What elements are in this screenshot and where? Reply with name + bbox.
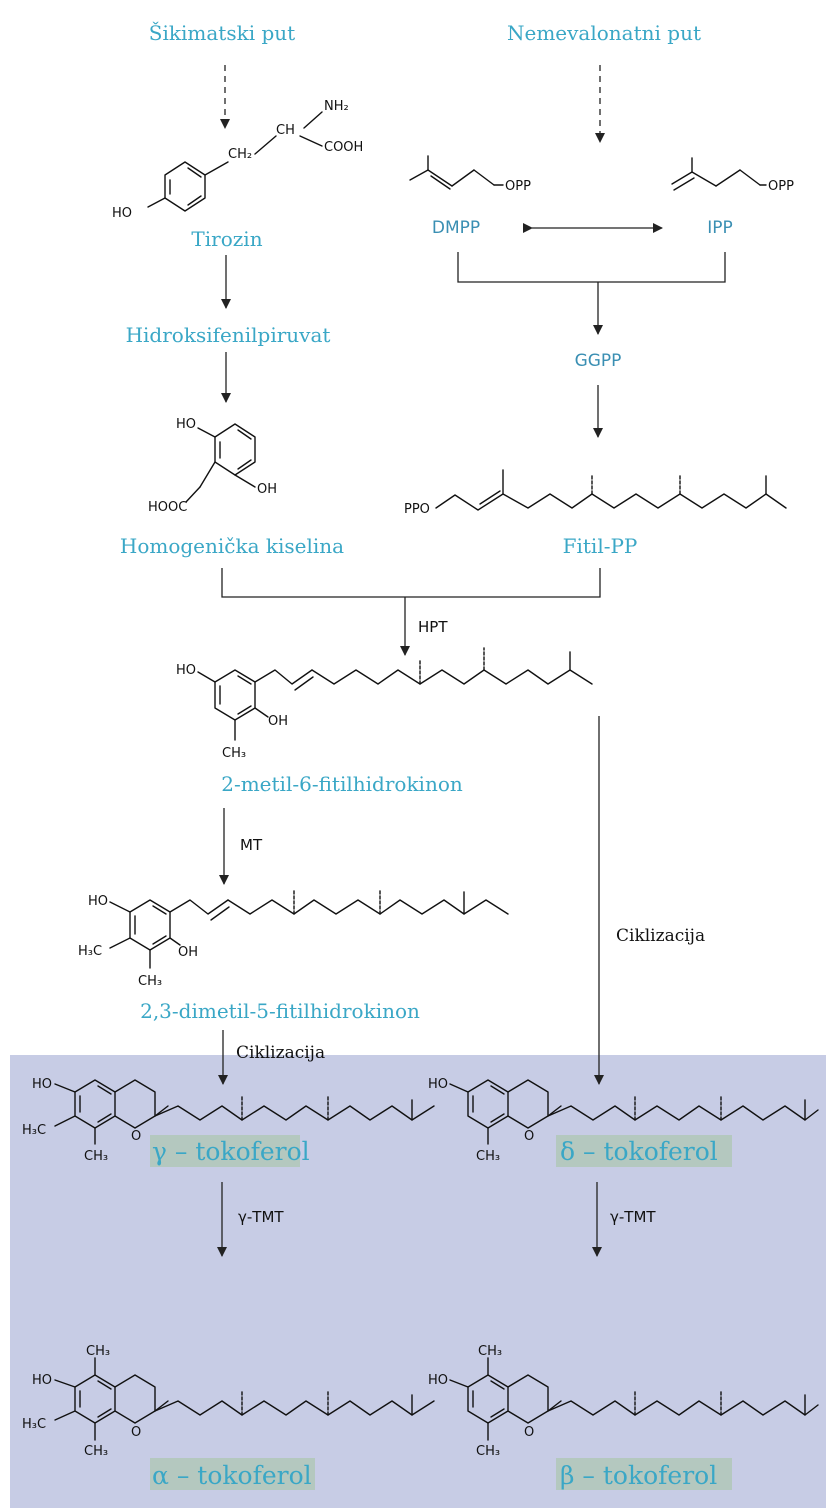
svg-text:H₃C: H₃C <box>78 944 102 959</box>
svg-text:HO: HO <box>112 206 132 221</box>
svg-text:O: O <box>131 1129 141 1144</box>
svg-text:CH₃: CH₃ <box>138 974 162 989</box>
svg-text:CH₃: CH₃ <box>222 746 246 761</box>
alpha-label-highlight <box>150 1458 315 1490</box>
beta-label-highlight <box>556 1458 732 1490</box>
svg-text:CH: CH <box>276 123 295 138</box>
alpha-tocopherol-structure: CH₃ HO H₃C CH₃ O <box>22 1344 435 1459</box>
svg-text:CH₃: CH₃ <box>84 1149 108 1164</box>
ipp-structure: OPP <box>671 157 794 194</box>
phytyl-pp-label: Fitil-PP <box>563 534 638 558</box>
svg-text:CH₂: CH₂ <box>228 147 252 162</box>
cyclization-right-label: Ciklizacija <box>616 926 705 946</box>
svg-text:HOOC: HOOC <box>148 500 187 515</box>
svg-text:CH₃: CH₃ <box>478 1344 502 1359</box>
phytyl-pp-structure: PPO <box>404 469 787 517</box>
svg-text:HO: HO <box>32 1373 52 1388</box>
svg-text:OPP: OPP <box>505 179 531 194</box>
ggpp-label: GGPP <box>575 351 622 371</box>
svg-text:NH₂: NH₂ <box>324 99 349 114</box>
svg-text:OH: OH <box>178 945 198 960</box>
svg-text:CH₃: CH₃ <box>476 1149 500 1164</box>
cyclization-left-label: Ciklizacija <box>236 1043 325 1063</box>
hpt-enzyme-label: HPT <box>418 618 448 636</box>
svg-text:HO: HO <box>428 1077 448 1092</box>
connector-hga-phytyl <box>221 568 601 598</box>
dmpbq-label: 2,3-dimetil-5-fitilhidrokinon <box>140 999 420 1023</box>
tmt-right-label: γ-TMT <box>610 1208 656 1226</box>
svg-text:OH: OH <box>257 482 277 497</box>
svg-text:OPP: OPP <box>768 179 794 194</box>
svg-text:H₃C: H₃C <box>22 1123 46 1138</box>
svg-text:O: O <box>524 1425 534 1440</box>
gamma-label-highlight <box>150 1135 300 1167</box>
delta-tocopherol-label: δ – tokoferol <box>560 1137 718 1166</box>
svg-text:PPO: PPO <box>404 502 430 517</box>
svg-text:HO: HO <box>32 1077 52 1092</box>
hydroxyphenylpyruvate-label: Hidroksifenilpiruvat <box>126 323 331 347</box>
beta-tocopherol-structure: CH₃ HO CH₃ O <box>428 1344 819 1459</box>
mt-enzyme-label: MT <box>240 836 263 854</box>
svg-text:CH₃: CH₃ <box>86 1344 110 1359</box>
dmpp-structure: OPP <box>409 155 531 194</box>
svg-text:HO: HO <box>176 417 196 432</box>
svg-text:O: O <box>524 1129 534 1144</box>
homogentisic-acid-structure: HO OH HOOC <box>148 417 277 515</box>
tocopherol-panel <box>10 1055 826 1508</box>
svg-text:CH₃: CH₃ <box>476 1444 500 1459</box>
svg-text:COOH: COOH <box>324 140 363 155</box>
beta-tocopherol-label: β – tokoferol <box>560 1461 717 1490</box>
gamma-tocopherol-label: γ – tokoferol <box>152 1137 310 1166</box>
svg-text:HO: HO <box>428 1373 448 1388</box>
alpha-tocopherol-label: α – tokoferol <box>152 1461 312 1490</box>
dmpp-label: DMPP <box>432 218 480 238</box>
ipp-label: IPP <box>707 218 733 238</box>
svg-text:OH: OH <box>268 714 288 729</box>
delta-label-highlight <box>556 1135 732 1167</box>
connector-dmpp-ipp <box>457 252 726 283</box>
tyrosine-label: Tirozin <box>191 227 262 251</box>
svg-text:O: O <box>131 1425 141 1440</box>
svg-text:CH₃: CH₃ <box>84 1444 108 1459</box>
tyrosine-structure: HO CH₂ CH NH₂ COOH <box>112 99 363 221</box>
tmt-left-label: γ-TMT <box>238 1208 284 1226</box>
dmpbq-structure: HO H₃C OH CH₃ <box>78 889 509 989</box>
mpbq-label: 2-metil-6-fitilhidrokinon <box>221 772 463 796</box>
shikimate-pathway-label: Šikimatski put <box>149 20 295 45</box>
homogentisic-acid-label: Homogenička kiselina <box>120 534 344 558</box>
svg-text:HO: HO <box>176 663 196 678</box>
svg-text:H₃C: H₃C <box>22 1417 46 1432</box>
gamma-tocopherol-structure: HO H₃C CH₃ O <box>22 1077 435 1164</box>
delta-tocopherol-structure: HO CH₃ O <box>428 1077 819 1164</box>
svg-text:HO: HO <box>88 894 108 909</box>
mpbq-structure: HO OH CH₃ <box>176 647 593 761</box>
nonmevalonate-pathway-label: Nemevalonatni put <box>507 21 701 45</box>
